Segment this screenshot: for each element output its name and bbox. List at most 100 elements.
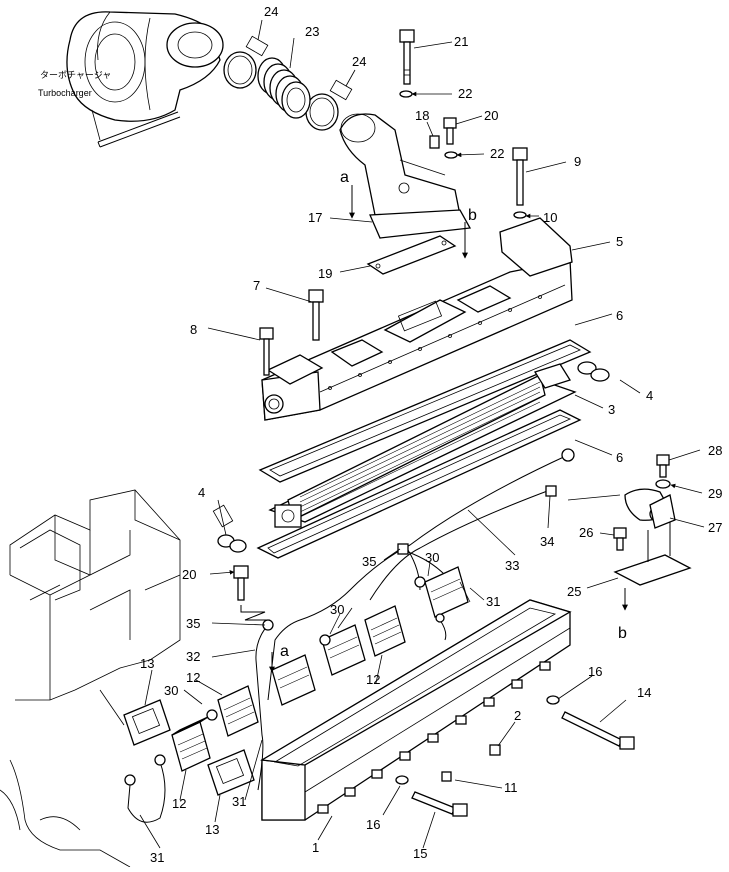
washer-16-right	[546, 695, 560, 705]
bolt-20-lower	[233, 565, 249, 601]
o-rings-4-right	[577, 361, 610, 382]
engine-block-outline	[0, 489, 181, 868]
callout-8: 8	[190, 322, 197, 337]
elbow-connector-17	[339, 113, 472, 239]
callout-19: 19	[318, 266, 332, 281]
callout-10: 10	[543, 210, 557, 225]
callout-14: 14	[637, 685, 651, 700]
gasket-19	[366, 235, 457, 275]
bolt-9	[512, 147, 528, 206]
exhaust-stack-outline	[19, 529, 81, 601]
callout-12-right: 12	[366, 672, 380, 687]
manifold-cover-5	[261, 217, 573, 421]
o-ring-24-lower	[305, 93, 339, 131]
callout-34: 34	[540, 534, 554, 549]
callout-31-right: 31	[486, 594, 500, 609]
callout-4-left: 4	[198, 485, 205, 500]
callout-35-upper: 35	[362, 554, 376, 569]
bolt-14	[561, 711, 635, 750]
bracket-25	[613, 522, 692, 586]
callout-22-upper: 22	[458, 86, 472, 101]
callout-2: 2	[514, 708, 521, 723]
heater-12-on-manifold-2	[321, 624, 366, 676]
leader-lines	[99, 19, 705, 849]
callout-1: 1	[312, 840, 319, 855]
heater-12-right	[364, 605, 406, 657]
callout-24-top-left: 24	[264, 4, 278, 19]
callout-21: 21	[454, 34, 468, 49]
turbocharger-label-jp: ターボチャージャ	[40, 70, 111, 80]
ref-a-top: a	[340, 169, 349, 186]
wiring-harness-33	[267, 448, 575, 701]
callout-17: 17	[308, 210, 322, 225]
plug-11	[441, 771, 452, 782]
callout-25: 25	[567, 584, 581, 599]
bolt-20-leader	[240, 605, 270, 621]
callout-6-upper: 6	[616, 308, 623, 323]
washer-22-lower	[444, 151, 458, 159]
callout-30-left: 30	[164, 683, 178, 698]
o-rings-4-left	[217, 534, 247, 553]
o-ring-24-upper	[223, 51, 257, 89]
callout-12-top: 12	[186, 670, 200, 685]
bolt-7	[308, 289, 324, 341]
gasket-13-left	[123, 699, 171, 746]
aftercooler-core-3	[268, 363, 577, 528]
cable-31-right	[435, 613, 447, 641]
callout-16-left: 16	[366, 817, 380, 832]
gasket-6-lower	[256, 409, 582, 559]
callout-13-bottom: 13	[205, 822, 219, 837]
callout-22-lower: 22	[490, 146, 504, 161]
turbocharger-label-en: Turbocharger	[38, 88, 92, 98]
bolt-21	[399, 29, 415, 85]
ref-b-bottom: b	[618, 625, 627, 642]
washer-22-upper	[399, 90, 413, 98]
heater-12-on-manifold-1	[271, 654, 316, 706]
callout-15: 15	[413, 846, 427, 861]
stud-18	[429, 135, 440, 149]
callout-20-upper: 20	[484, 108, 498, 123]
callout-11: 11	[504, 780, 518, 795]
heater-12-center	[217, 685, 259, 737]
cable-31-left	[124, 754, 166, 823]
callout-28: 28	[708, 443, 722, 458]
intake-manifold-1	[260, 599, 572, 821]
callout-4-right: 4	[646, 388, 653, 403]
bolt-28	[656, 454, 670, 478]
bellows-connector-23	[257, 57, 311, 119]
callout-3: 3	[608, 402, 615, 417]
callout-27: 27	[708, 520, 722, 535]
callout-24-top-right: 24	[352, 54, 366, 69]
callout-32: 32	[186, 649, 200, 664]
callout-31-left: 31	[150, 850, 164, 865]
bolt-8	[259, 327, 274, 376]
ref-a-bottom: a	[280, 643, 289, 660]
relay-27	[624, 488, 676, 529]
plug-2	[489, 744, 501, 756]
callout-16-right: 16	[588, 664, 602, 679]
callout-30-center: 30	[330, 602, 344, 617]
callout-30-right: 30	[425, 550, 439, 565]
bolt-20-upper	[443, 117, 457, 145]
callout-12-bottom: 12	[172, 796, 186, 811]
callout-26: 26	[579, 525, 593, 540]
bolt-15	[411, 791, 468, 817]
callout-9: 9	[574, 154, 581, 169]
bolt-26	[613, 527, 627, 551]
washer-16-left	[395, 775, 409, 785]
callout-35-lower: 35	[186, 616, 200, 631]
gasket-13-right	[207, 749, 255, 796]
callout-6-lower: 6	[616, 450, 623, 465]
callout-13-left: 13	[140, 656, 154, 671]
ref-b-top: b	[468, 207, 477, 224]
washer-10	[513, 211, 527, 219]
gasket-6-upper	[258, 339, 592, 483]
heater-12-left	[171, 716, 211, 772]
callout-5: 5	[616, 234, 623, 249]
callout-18: 18	[415, 108, 429, 123]
callout-31-center: 31	[232, 794, 246, 809]
turbocharger	[66, 11, 224, 148]
callout-33: 33	[505, 558, 519, 573]
callout-7: 7	[253, 278, 260, 293]
